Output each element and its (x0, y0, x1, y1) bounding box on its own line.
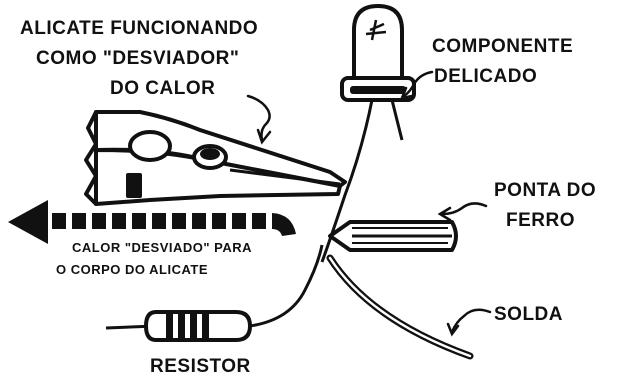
resistor-label: RESISTOR (150, 356, 251, 377)
pliers-label-line2: COMO "DESVIADOR" (36, 48, 239, 69)
heat-label-line1: CALOR "DESVIADO" PARA (72, 240, 252, 255)
iron-tip-label-line2: FERRO (506, 210, 575, 231)
component-label-line2: DELICADO (434, 66, 537, 87)
solder-label: SOLDA (494, 304, 563, 325)
resistor-icon (105, 244, 324, 342)
leader-lines (246, 70, 492, 337)
heat-label-line2: O CORPO DO ALICATE (56, 262, 208, 277)
solder-wire-icon (326, 254, 474, 360)
pliers-label-line3: DO CALOR (110, 78, 215, 99)
led-icon (320, 4, 416, 263)
component-label-line1: COMPONENTE (432, 36, 573, 57)
heat-arrow-icon (8, 200, 296, 244)
iron-tip-label-line1: PONTA DO (494, 180, 596, 201)
pliers-icon (84, 110, 347, 206)
soldering-iron-tip-icon (328, 220, 458, 252)
pliers-label-line1: ALICATE FUNCIONANDO (20, 18, 258, 39)
